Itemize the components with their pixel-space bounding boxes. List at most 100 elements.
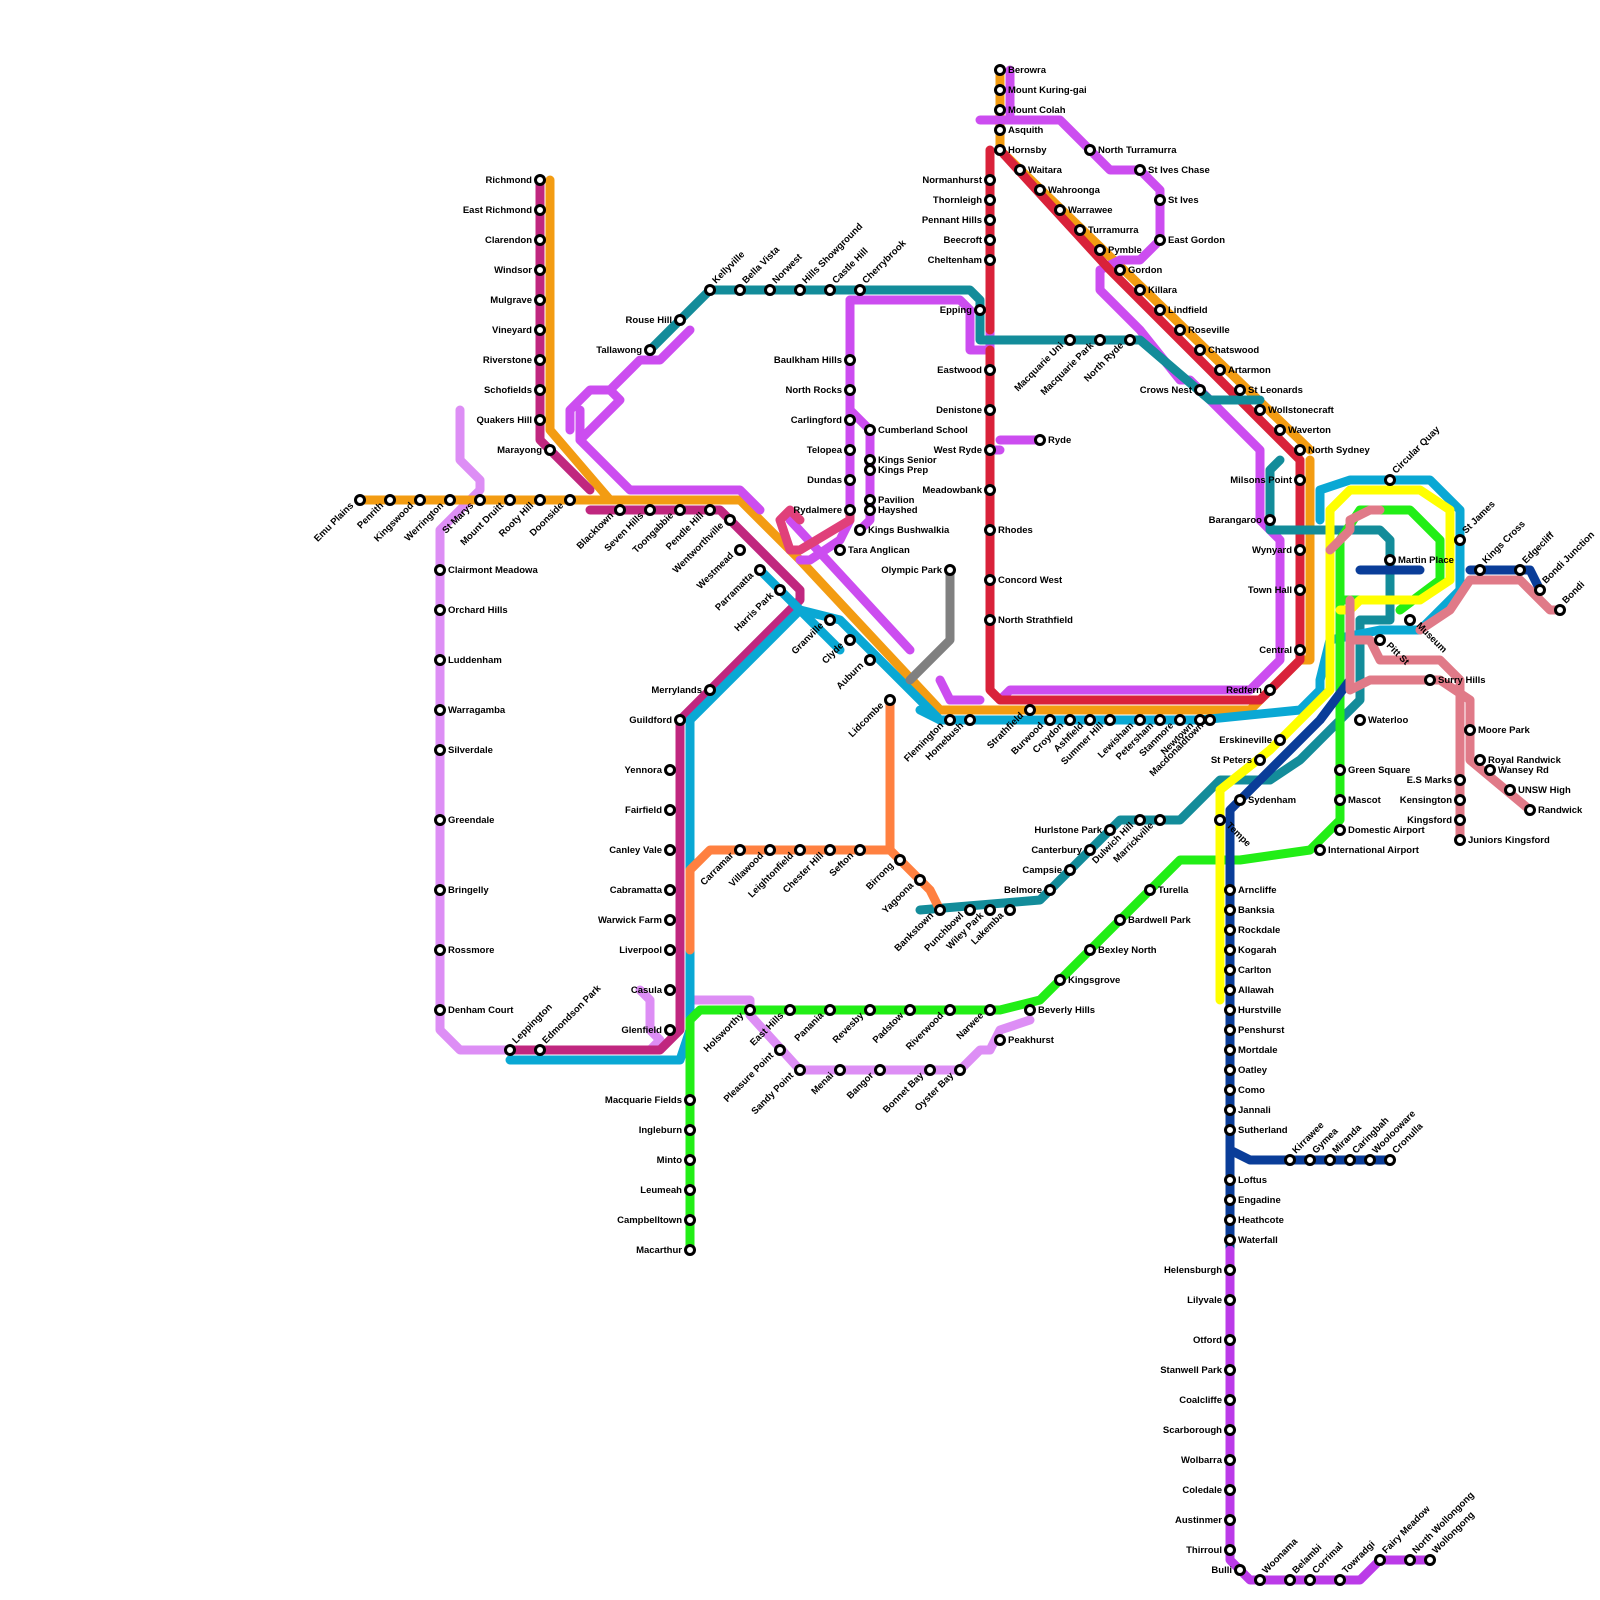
station-yennora[interactable] xyxy=(666,766,675,775)
station-waterloo[interactable] xyxy=(1356,716,1365,725)
station-waterfall[interactable] xyxy=(1226,1236,1235,1245)
station-stiveschase[interactable] xyxy=(1136,166,1145,175)
station-waverton[interactable] xyxy=(1276,426,1285,435)
station-turramurra[interactable] xyxy=(1076,226,1085,235)
station-auburn[interactable] xyxy=(866,656,875,665)
station-northwollongong[interactable] xyxy=(1406,1556,1415,1565)
station-stanmore[interactable] xyxy=(1176,716,1185,725)
station-cheltenham[interactable] xyxy=(986,256,995,265)
station-austinmer[interactable] xyxy=(1226,1516,1235,1525)
station-kingsbushwalkia[interactable] xyxy=(856,526,865,535)
station-leumeah[interactable] xyxy=(686,1186,695,1195)
station-crowsnest[interactable] xyxy=(1196,386,1205,395)
station-jannali[interactable] xyxy=(1226,1106,1235,1115)
station-kensington[interactable] xyxy=(1456,796,1465,805)
station-emuplains[interactable] xyxy=(356,496,365,505)
station-mortdale[interactable] xyxy=(1226,1046,1235,1055)
station-cherrybrook[interactable] xyxy=(856,286,865,295)
station-bardwellpark[interactable] xyxy=(1116,916,1125,925)
station-wanseyrd[interactable] xyxy=(1486,766,1495,775)
station-rousehill[interactable] xyxy=(676,316,685,325)
station-werrington[interactable] xyxy=(446,496,455,505)
station-leightonfield[interactable] xyxy=(796,846,805,855)
station-artarmon[interactable] xyxy=(1216,366,1225,375)
station-kingssenior[interactable] xyxy=(866,456,875,465)
station-marayong[interactable] xyxy=(546,446,555,455)
station-greensquare[interactable] xyxy=(1336,766,1345,775)
station-tempe[interactable] xyxy=(1216,816,1225,825)
station-domesticairport[interactable] xyxy=(1336,826,1345,835)
station-hayshed[interactable] xyxy=(866,506,875,515)
station-eastgordon[interactable] xyxy=(1156,236,1165,245)
station-menai[interactable] xyxy=(836,1066,845,1075)
station-strathfield[interactable] xyxy=(1026,706,1035,715)
station-moorepark[interactable] xyxy=(1466,726,1475,735)
station-pennanthills[interactable] xyxy=(986,216,995,225)
station-coledale[interactable] xyxy=(1226,1486,1235,1495)
station-pleasurepoint[interactable] xyxy=(776,1046,785,1055)
station-normanhurst[interactable] xyxy=(986,176,995,185)
station-stmarys[interactable] xyxy=(476,496,485,505)
station-holsworthy[interactable] xyxy=(746,1006,755,1015)
station-wileypark[interactable] xyxy=(986,906,995,915)
station-thornleigh[interactable] xyxy=(986,196,995,205)
station-helensburgh[interactable] xyxy=(1226,1266,1235,1275)
station-belmore[interactable] xyxy=(1046,886,1055,895)
station-redfern[interactable] xyxy=(1266,686,1275,695)
station-northsydney[interactable] xyxy=(1296,446,1305,455)
station-museum[interactable] xyxy=(1406,616,1415,625)
station-miranda[interactable] xyxy=(1326,1156,1335,1165)
station-macquariepark[interactable] xyxy=(1096,336,1105,345)
station-easthills[interactable] xyxy=(786,1006,795,1015)
station-mulgrave[interactable] xyxy=(536,296,545,305)
station-meadowbank[interactable] xyxy=(986,486,995,495)
station-barangaroo[interactable] xyxy=(1266,516,1275,525)
station-wynyard[interactable] xyxy=(1296,546,1305,555)
station-gymea[interactable] xyxy=(1306,1156,1315,1165)
station-canleyvale[interactable] xyxy=(666,846,675,855)
station-petersham[interactable] xyxy=(1156,716,1165,725)
station-denhamcourt[interactable] xyxy=(436,1006,445,1015)
station-scarborough[interactable] xyxy=(1226,1426,1235,1435)
station-esmarks[interactable] xyxy=(1456,776,1465,785)
station-oysterbay[interactable] xyxy=(956,1066,965,1075)
station-warragamba[interactable] xyxy=(436,706,445,715)
station-denistone[interactable] xyxy=(986,406,995,415)
station-roseville[interactable] xyxy=(1176,326,1185,335)
station-stanwellpark[interactable] xyxy=(1226,1366,1235,1375)
station-fairfield[interactable] xyxy=(666,806,675,815)
station-chatswood[interactable] xyxy=(1196,346,1205,355)
station-northrocks[interactable] xyxy=(846,386,855,395)
station-stpeters[interactable] xyxy=(1256,756,1265,765)
station-chesterhill[interactable] xyxy=(826,846,835,855)
station-arncliffe[interactable] xyxy=(1226,886,1235,895)
station-revesby[interactable] xyxy=(866,1006,875,1015)
station-unswhigh[interactable] xyxy=(1506,786,1515,795)
station-schofields[interactable] xyxy=(536,386,545,395)
station-lindfield[interactable] xyxy=(1156,306,1165,315)
station-edmondsonpark[interactable] xyxy=(536,1046,545,1055)
station-wahroonga[interactable] xyxy=(1036,186,1045,195)
station-concordwest[interactable] xyxy=(986,576,995,585)
station-toongabbie[interactable] xyxy=(676,506,685,515)
station-royalrandwick[interactable] xyxy=(1476,756,1485,765)
station-rootyhill[interactable] xyxy=(536,496,545,505)
station-townhall[interactable] xyxy=(1296,586,1305,595)
station-bondi[interactable] xyxy=(1556,606,1565,615)
station-sydenham[interactable] xyxy=(1236,796,1245,805)
station-ashfield[interactable] xyxy=(1086,716,1095,725)
station-carlton[interactable] xyxy=(1226,966,1235,975)
station-corrimal[interactable] xyxy=(1306,1576,1315,1585)
station-woolooware[interactable] xyxy=(1366,1156,1375,1165)
station-mountcolah[interactable] xyxy=(996,106,1005,115)
station-dundas[interactable] xyxy=(846,476,855,485)
station-rockdale[interactable] xyxy=(1226,926,1235,935)
station-leppington[interactable] xyxy=(506,1046,515,1055)
station-wollstonecraft[interactable] xyxy=(1256,406,1265,415)
station-bulli[interactable] xyxy=(1236,1566,1245,1575)
station-wollongong[interactable] xyxy=(1426,1556,1435,1565)
station-ryde[interactable] xyxy=(1036,436,1045,445)
station-cabramatta[interactable] xyxy=(666,886,675,895)
station-bangor[interactable] xyxy=(876,1066,885,1075)
station-harrispark[interactable] xyxy=(776,586,785,595)
